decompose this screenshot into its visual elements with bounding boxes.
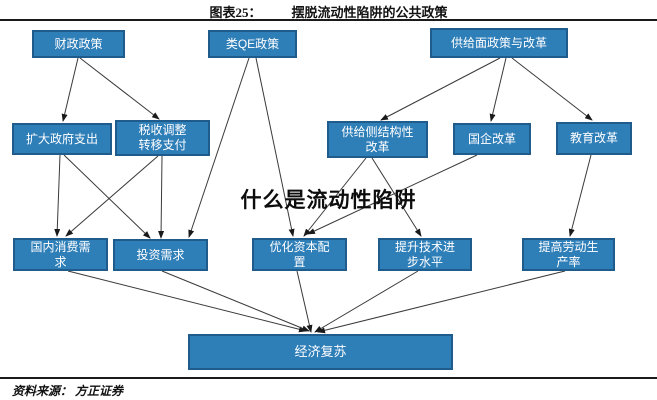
center-overlay-text: 什么是流动性陷阱 (240, 189, 417, 212)
arrow-tigao-to-jingji (317, 270, 566, 334)
bottom-divider (0, 377, 657, 379)
arrow-gongjimian-to-gongjice (380, 57, 501, 121)
node-education-reform: 教育改革 (556, 122, 632, 155)
arrow-jiaoyu-to-tigao (568, 154, 592, 237)
arrow-kuoda-to-touzi (63, 154, 151, 239)
node-labor-productivity: 提高劳动生 产率 (522, 238, 615, 271)
figure-title-row: 图表25： 摆脱流动性陷阱的公共政策 (0, 2, 657, 20)
node-domestic-consumption: 国内消费需 求 (13, 238, 108, 271)
node-tax-adjust-transfer: 税收调整 转移支付 (115, 120, 210, 156)
top-divider (0, 19, 657, 21)
source-note: 资料来源： 方正证券 (12, 382, 123, 399)
node-investment-demand: 投资需求 (113, 239, 208, 271)
arrow-guoqi-to-youhua (307, 154, 478, 235)
node-qe-like-policy: 类QE政策 (208, 30, 297, 58)
arrow-qe-to-touzi (188, 57, 250, 238)
node-supply-side-policy-reform: 供给面政策与改革 (430, 28, 568, 58)
arrow-gongjimian-to-guoqi (489, 57, 507, 122)
arrow-guonei-to-jingji (67, 270, 307, 333)
arrow-tisheng-to-jingji (314, 270, 419, 333)
arrow-caizheng-to-shuishou (79, 57, 160, 120)
arrow-gongjice-to-youhua (303, 157, 367, 237)
figure-label: 图表25： (209, 4, 262, 20)
node-expand-govt-spending: 扩大政府支出 (12, 123, 112, 155)
arrow-gongjimian-to-jiaoyu (511, 57, 593, 121)
node-optimize-capital: 优化资本配 置 (252, 238, 347, 271)
arrow-qe-to-youhua (255, 57, 295, 237)
arrow-kuoda-to-guonei (54, 154, 61, 237)
source-value: 方正证券 (75, 384, 124, 398)
arrow-shuishou-to-guonei (65, 155, 159, 237)
node-supply-structural-reform: 供给侧结构性 改革 (327, 121, 428, 158)
node-fiscal-policy: 财政政策 (32, 30, 125, 58)
figure-title: 摆脱流动性陷阱的公共政策 (291, 4, 448, 20)
node-soe-reform: 国企改革 (453, 123, 531, 155)
arrow-youhua-to-jingji (296, 270, 313, 333)
node-tech-progress: 提升技术进 步水平 (378, 238, 472, 271)
arrow-caizheng-to-kuoda (61, 57, 79, 122)
arrow-gongjice-to-tisheng (371, 157, 422, 237)
arrow-shuishou-to-touzi (158, 155, 165, 239)
node-economic-recovery: 经济复苏 (188, 334, 453, 370)
arrow-touzi-to-jingji (161, 270, 310, 332)
source-label: 资料来源： (12, 384, 73, 398)
